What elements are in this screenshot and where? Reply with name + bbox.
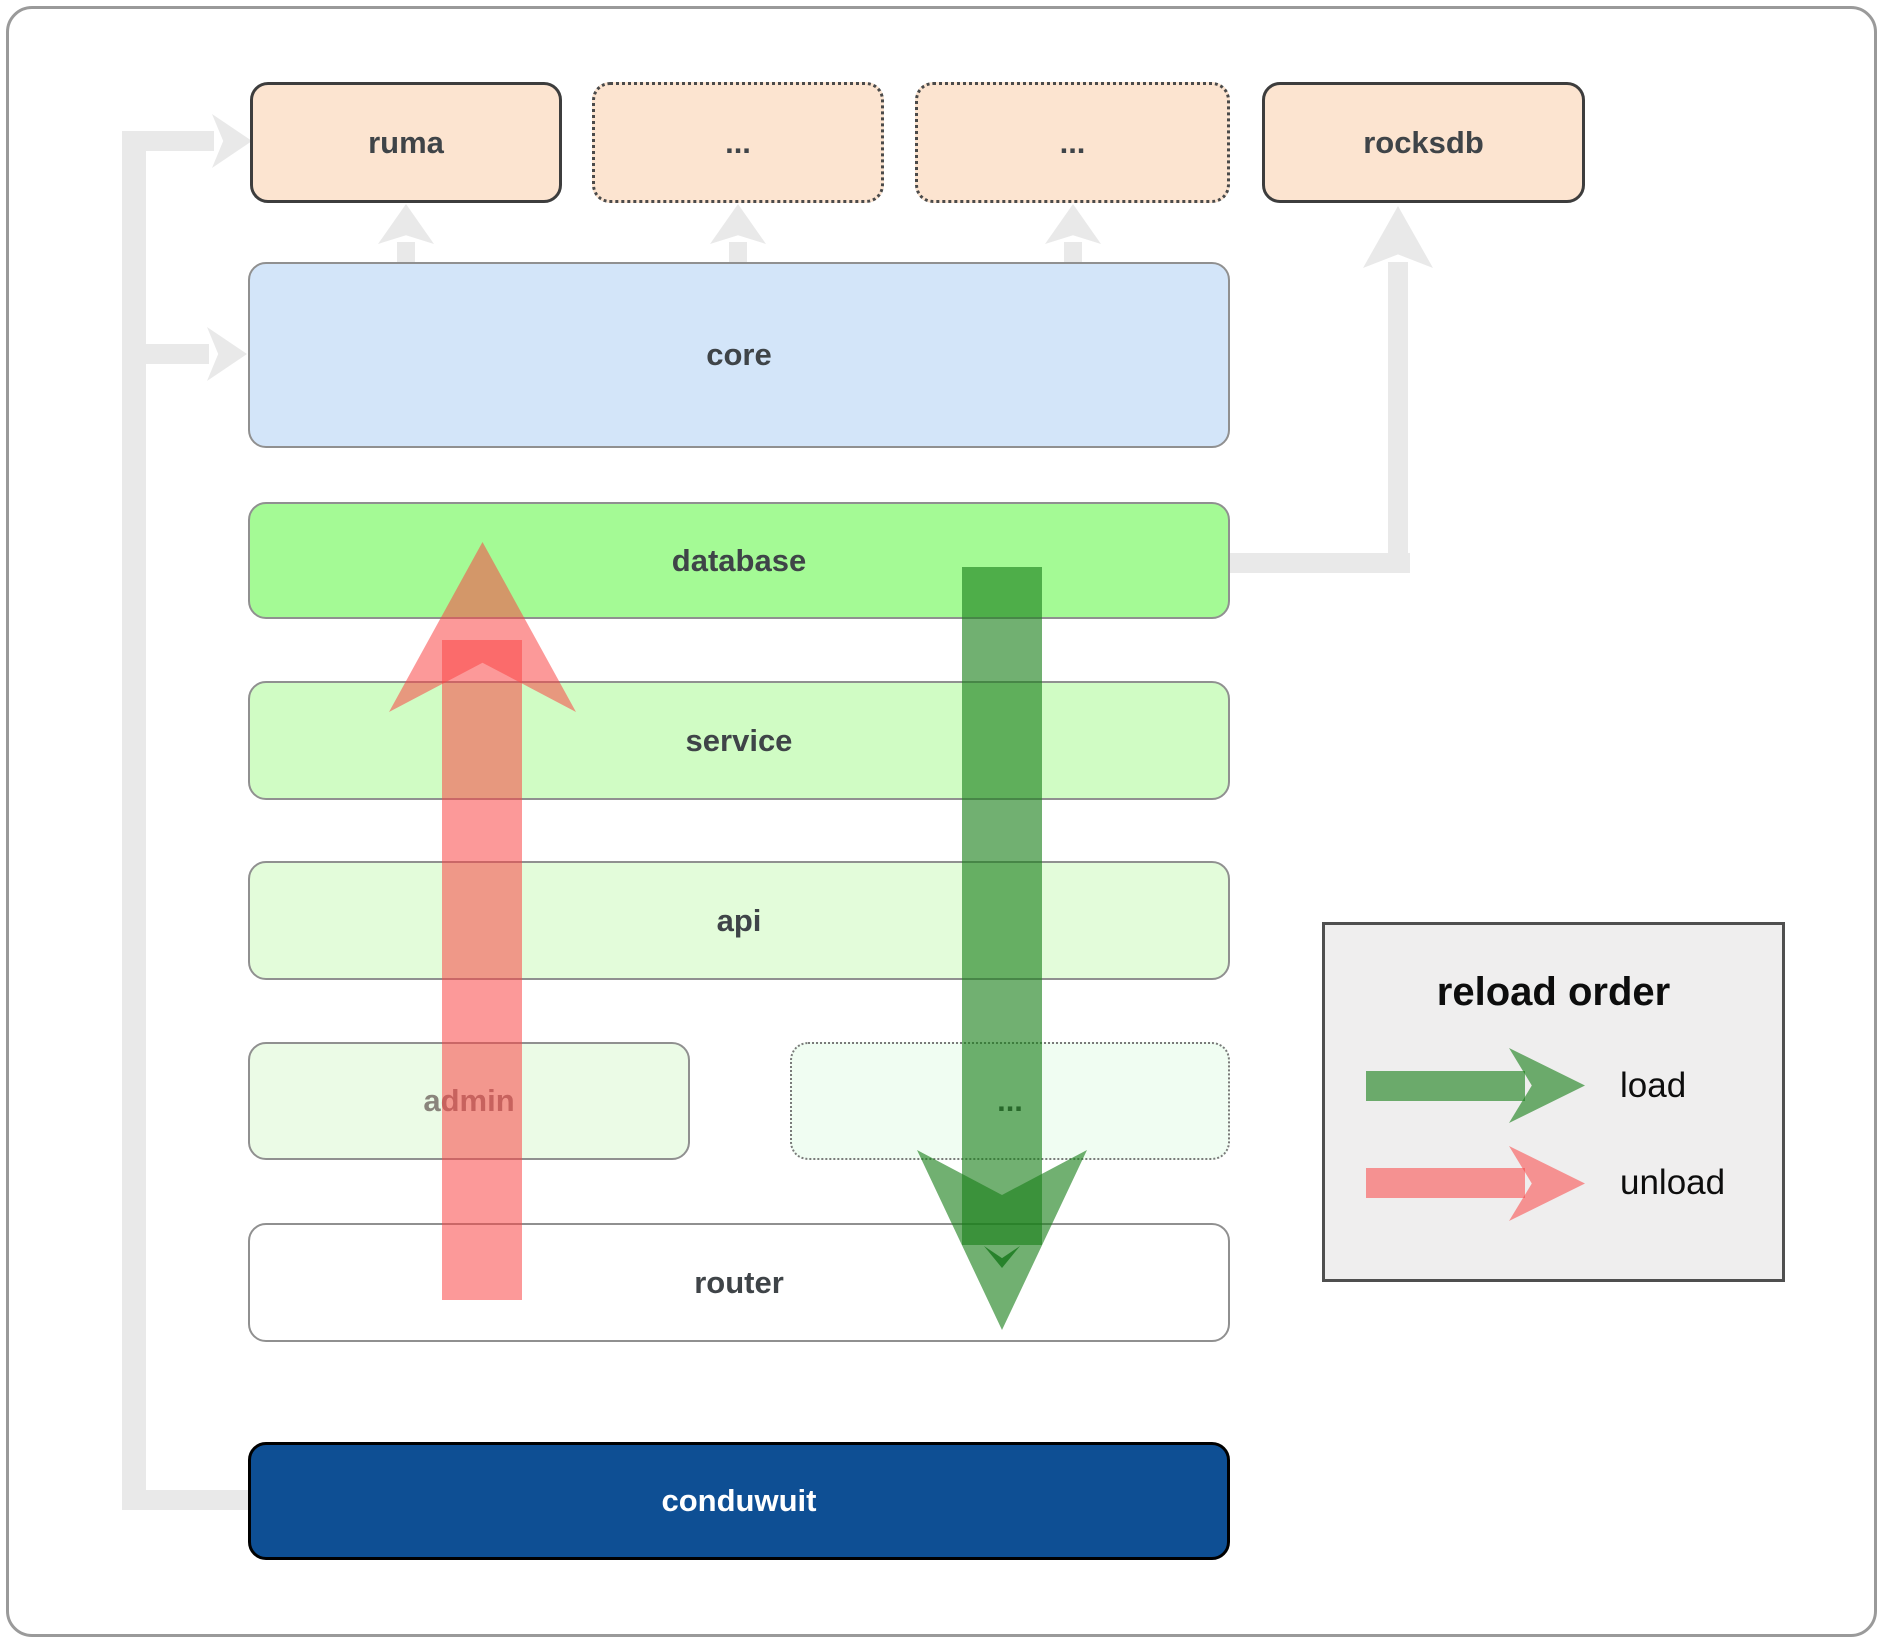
node-ruma: ruma (250, 82, 562, 203)
connector-core-to-dots-b (1064, 242, 1082, 264)
node-database: database (248, 502, 1230, 619)
node-router: router (248, 1223, 1230, 1342)
node-ellipsis-2-label: ... (1059, 124, 1086, 160)
connector-database-to-rocksdb-vertical (1388, 262, 1408, 573)
legend-load-label: load (1620, 1066, 1687, 1105)
connector-core-to-ruma (397, 242, 415, 264)
node-conduwuit-label: conduwuit (661, 1483, 817, 1518)
legend-unload-arrow-body (1366, 1168, 1525, 1198)
unload-arrow-body (442, 640, 522, 1300)
node-conduwuit: conduwuit (248, 1442, 1230, 1560)
node-rocksdb-label: rocksdb (1363, 124, 1484, 160)
node-ellipsis-1: ... (592, 82, 884, 203)
node-api-label: api (716, 902, 762, 938)
connector-conduwuit-vertical (122, 131, 146, 1510)
connector-conduwuit-stub (122, 1490, 248, 1510)
node-core: core (248, 262, 1230, 448)
legend-reload-order: reload order load unload (1322, 922, 1785, 1282)
legend-load-arrow-body (1366, 1071, 1525, 1101)
node-rocksdb: rocksdb (1262, 82, 1585, 203)
node-ellipsis-2: ... (915, 82, 1230, 203)
node-service: service (248, 681, 1230, 800)
node-router-label: router (694, 1264, 784, 1300)
connector-conduwuit-to-core (122, 344, 209, 364)
node-service-label: service (685, 722, 793, 758)
load-arrow-body (962, 567, 1042, 1245)
legend-unload-label: unload (1620, 1163, 1726, 1202)
node-ellipsis-1-label: ... (725, 124, 751, 160)
connector-database-to-rocksdb-horizontal (1222, 553, 1410, 573)
node-api: api (248, 861, 1230, 980)
connector-conduwuit-to-ruma (122, 131, 214, 151)
node-ruma-label: ruma (368, 124, 444, 160)
legend-title: reload order (1436, 970, 1671, 1014)
node-database-label: database (671, 542, 807, 578)
diagram-outer-frame (6, 6, 1877, 1637)
connector-core-to-dots-a (729, 242, 747, 264)
node-core-label: core (706, 337, 772, 372)
